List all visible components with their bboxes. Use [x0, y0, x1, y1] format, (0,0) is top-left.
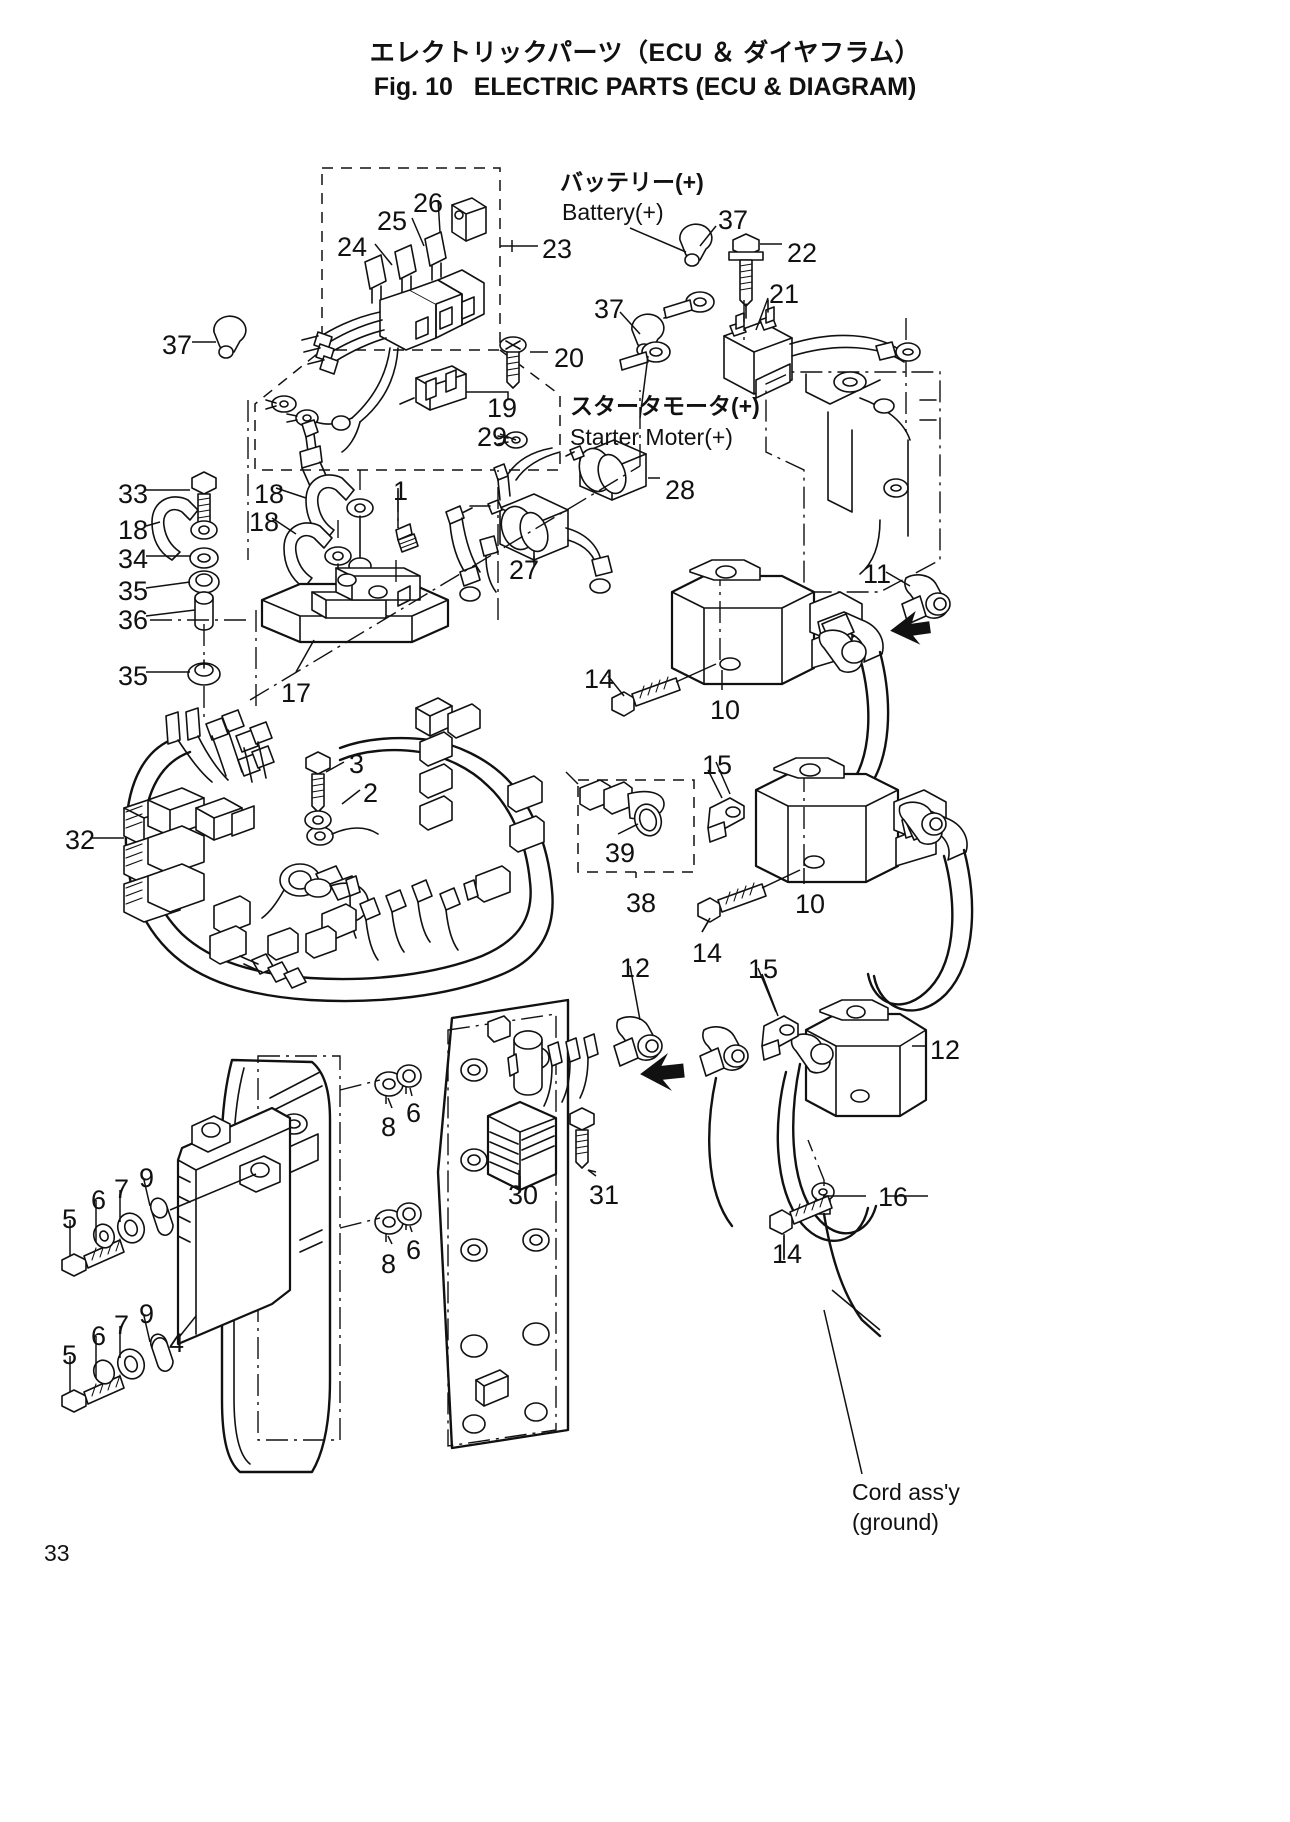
callout-14: 14 — [692, 938, 723, 968]
note-cord-line1: Cord ass'y — [852, 1479, 960, 1505]
fuse-holder-block — [379, 269, 485, 351]
callout-18: 18 — [118, 515, 149, 545]
part-10-ignition-coil-mid — [754, 757, 974, 1012]
part-12-ignition-coil-bottom — [613, 999, 928, 1242]
page-number: 33 — [44, 1540, 70, 1566]
part-22-bolt — [728, 233, 764, 307]
assembly-centerlines — [150, 300, 907, 706]
callout-32: 32 — [65, 825, 96, 855]
callout-25: 25 — [377, 206, 408, 236]
callout-5: 5 — [62, 1204, 78, 1234]
callout-14: 14 — [584, 664, 615, 694]
title-english: ELECTRIC PARTS (ECU & DIAGRAM) — [473, 73, 917, 101]
callout-20: 20 — [554, 343, 585, 373]
figure-number: Fig. 10 — [373, 73, 453, 101]
parts-27-28-solenoids — [445, 431, 647, 602]
callout-36: 36 — [118, 605, 149, 635]
callout-37: 37 — [594, 294, 625, 324]
callout-35: 35 — [118, 576, 149, 606]
callout-24: 24 — [337, 232, 368, 262]
callout-16: 16 — [878, 1182, 909, 1212]
callout-11: 11 — [863, 559, 892, 589]
callout-6: 6 — [91, 1321, 107, 1351]
callout-8: 8 — [381, 1112, 397, 1142]
callout-37: 37 — [162, 330, 193, 360]
group-38-sensor-box — [565, 771, 695, 878]
part-10-ignition-coil-upper — [670, 559, 951, 814]
callout-37: 37 — [718, 205, 749, 235]
callout-7: 7 — [114, 1174, 130, 1204]
callout-9: 9 — [139, 1163, 155, 1193]
parts-33-36-stack — [151, 471, 221, 720]
callout-6: 6 — [406, 1098, 422, 1128]
callout-6: 6 — [406, 1235, 422, 1265]
callout-8: 8 — [381, 1249, 397, 1279]
callout-30: 30 — [508, 1180, 539, 1210]
title-japanese: エレクトリックパーツ（ECU ＆ ダイヤフラム） — [369, 39, 921, 67]
callout-18: 18 — [254, 479, 285, 509]
callout-28: 28 — [665, 475, 696, 505]
callout-9: 9 — [139, 1299, 155, 1329]
callout-10: 10 — [795, 889, 826, 919]
engine-block-outline — [765, 371, 941, 593]
ecu-cover-assembly — [61, 1055, 422, 1474]
callout-31: 31 — [589, 1180, 620, 1210]
part-21-starter-relay — [723, 299, 793, 399]
callout-3: 3 — [349, 749, 365, 779]
callout-4: 4 — [169, 1328, 185, 1358]
callout-7: 7 — [114, 1310, 130, 1340]
callout-34: 34 — [118, 544, 149, 574]
callout-22: 22 — [787, 238, 818, 268]
part-20-screw — [499, 336, 527, 389]
callout-12: 12 — [930, 1035, 961, 1065]
callout-10: 10 — [710, 695, 741, 725]
callout-14: 14 — [772, 1239, 803, 1269]
callout-39: 39 — [605, 838, 636, 868]
part-14-bolt-upper — [611, 580, 721, 717]
callout-33: 33 — [118, 479, 149, 509]
callout-35: 35 — [118, 661, 149, 691]
callout-6: 6 — [91, 1185, 107, 1215]
callout-15: 15 — [748, 954, 779, 984]
part-37-terminal-boots — [213, 223, 715, 371]
callout-15: 15 — [702, 750, 733, 780]
note-battery-jp: バッテリー(+) — [560, 169, 704, 195]
part-17-bracket — [260, 560, 450, 673]
callout-12: 12 — [620, 953, 651, 983]
part-15-clip-upper — [707, 769, 745, 843]
callout-23: 23 — [542, 234, 573, 264]
callout-2: 2 — [363, 778, 379, 808]
callout-17: 17 — [281, 678, 312, 708]
part-19-bracket — [265, 365, 467, 413]
callout-19: 19 — [487, 393, 518, 423]
callout-5: 5 — [62, 1340, 78, 1370]
note-cord-line2: (ground) — [852, 1509, 939, 1535]
note-leader-lines — [629, 227, 863, 1475]
title-english-line: Fig. 10 ELECTRIC PARTS (ECU & DIAGRAM) — [0, 71, 1290, 103]
harness-wires-left — [286, 311, 399, 487]
battery-cables — [789, 334, 921, 363]
callout-21: 21 — [769, 279, 800, 309]
note-starter-en: Starter Moter(+) — [570, 424, 733, 450]
group-23-boundary — [247, 167, 561, 560]
part-16-ground-terminal — [769, 1139, 882, 1338]
part-32-wiring-harness — [123, 697, 554, 1003]
callout-26: 26 — [413, 188, 444, 218]
note-battery-en: Battery(+) — [562, 199, 664, 225]
note-starter-jp: スタータモータ(+) — [570, 393, 760, 419]
callout-18: 18 — [249, 507, 280, 537]
callout-38: 38 — [626, 888, 657, 918]
regulator-plate-assembly — [436, 998, 599, 1450]
callout-leader-lines — [69, 199, 928, 1392]
callout-27: 27 — [509, 555, 540, 585]
callout-1: 1 — [393, 476, 409, 506]
page-header: エレクトリックパーツ（ECU ＆ ダイヤフラム） Fig. 10 ELECTRI… — [0, 38, 1290, 103]
callout-29: 29 — [477, 422, 508, 452]
fuses-24-25-26 — [364, 197, 487, 304]
